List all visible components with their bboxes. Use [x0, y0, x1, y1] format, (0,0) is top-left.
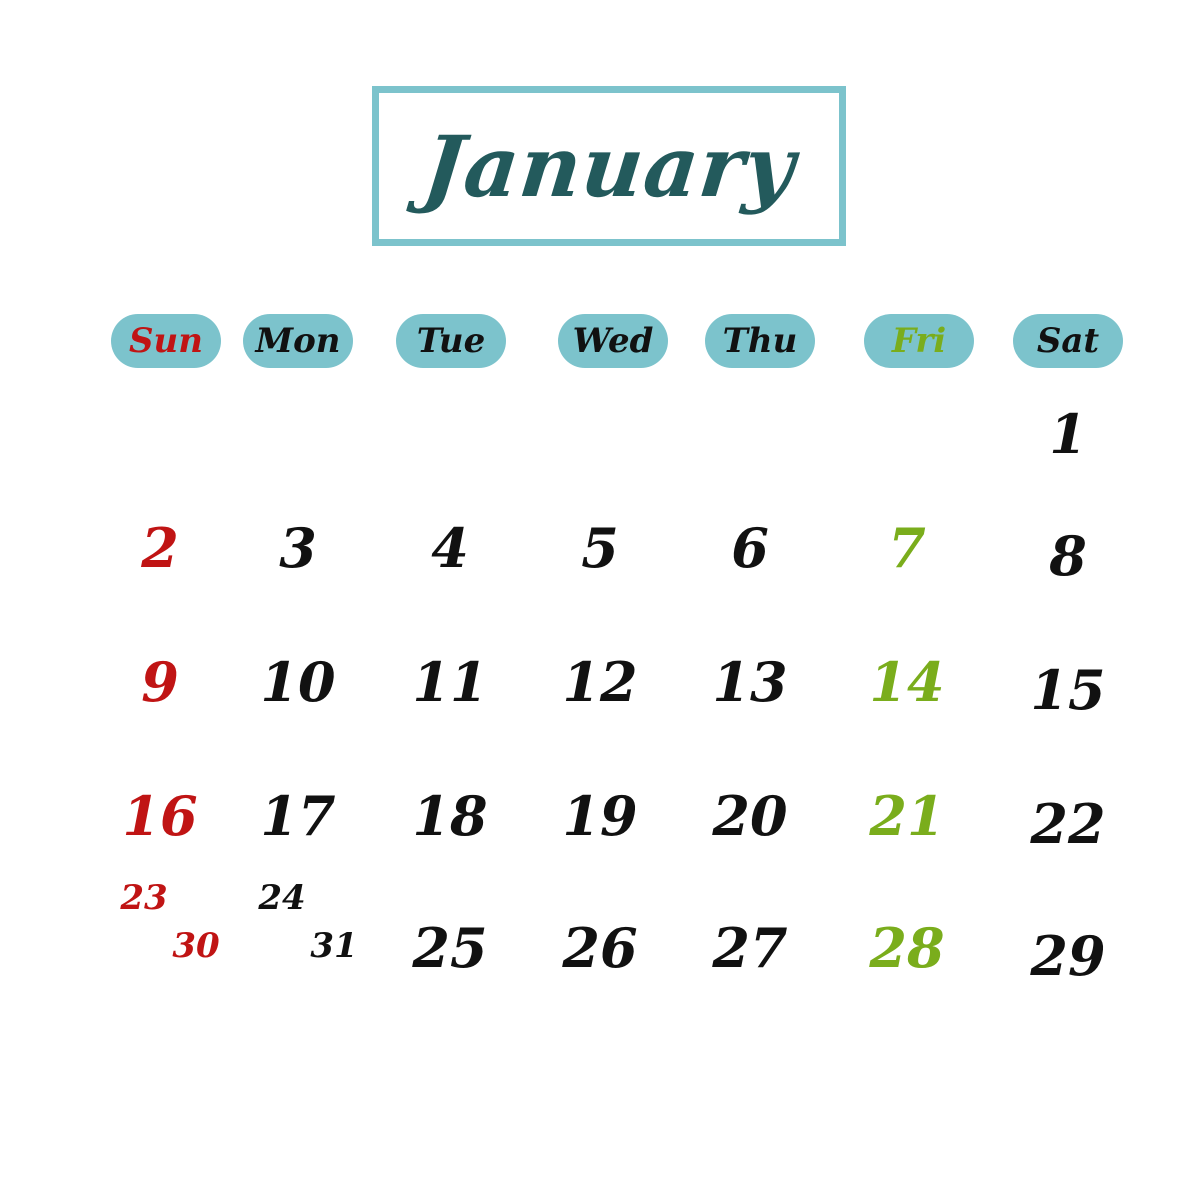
weekday-fri: Fri — [864, 314, 974, 368]
date-15[interactable]: 15 — [1030, 658, 1106, 722]
date-7[interactable]: 7 — [888, 516, 926, 580]
date-22[interactable]: 22 — [1030, 792, 1106, 856]
date-19[interactable]: 19 — [562, 784, 638, 848]
weekday-sat: Sat — [1013, 314, 1123, 368]
date-9[interactable]: 9 — [141, 650, 179, 714]
date-17[interactable]: 17 — [260, 784, 336, 848]
month-title: January — [418, 116, 800, 216]
date-14[interactable]: 14 — [869, 650, 945, 714]
date-20[interactable]: 20 — [712, 784, 788, 848]
date-18[interactable]: 18 — [412, 784, 488, 848]
date-31[interactable]: 31 — [310, 926, 358, 966]
date-30[interactable]: 30 — [172, 926, 220, 966]
date-28[interactable]: 28 — [869, 916, 945, 980]
date-24[interactable]: 24 — [258, 878, 306, 918]
weekday-thu: Thu — [705, 314, 815, 368]
date-27[interactable]: 27 — [712, 916, 788, 980]
month-title-box: January — [372, 86, 846, 246]
weekday-tue: Tue — [396, 314, 506, 368]
date-8[interactable]: 8 — [1049, 524, 1087, 588]
date-29[interactable]: 29 — [1030, 924, 1106, 988]
weekday-mon: Mon — [243, 314, 353, 368]
date-25[interactable]: 25 — [412, 916, 488, 980]
date-4[interactable]: 4 — [431, 516, 469, 580]
date-12[interactable]: 12 — [562, 650, 638, 714]
date-11[interactable]: 11 — [412, 650, 488, 714]
date-26[interactable]: 26 — [562, 916, 638, 980]
weekday-wed: Wed — [558, 314, 668, 368]
date-16[interactable]: 16 — [122, 784, 198, 848]
date-10[interactable]: 10 — [260, 650, 336, 714]
date-5[interactable]: 5 — [581, 516, 619, 580]
weekday-sun: Sun — [111, 314, 221, 368]
date-23[interactable]: 23 — [120, 878, 168, 918]
date-6[interactable]: 6 — [731, 516, 769, 580]
date-13[interactable]: 13 — [712, 650, 788, 714]
date-3[interactable]: 3 — [279, 516, 317, 580]
date-1[interactable]: 1 — [1049, 402, 1087, 466]
date-2[interactable]: 2 — [141, 516, 179, 580]
date-21[interactable]: 21 — [869, 784, 945, 848]
